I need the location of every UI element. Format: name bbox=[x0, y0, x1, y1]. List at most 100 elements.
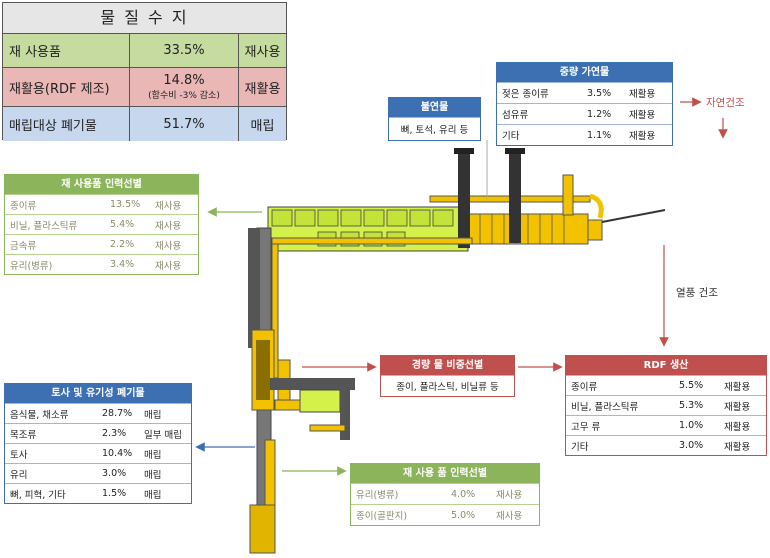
cell-use: 매립 bbox=[144, 489, 162, 501]
table-row: 종이류 5.5% 재활용 bbox=[566, 375, 766, 395]
row-use: 매립 bbox=[250, 118, 275, 134]
table-row: 음식물, 채소류 28.7% 매립 bbox=[5, 403, 191, 423]
row-value-text: 51.7% bbox=[163, 116, 205, 132]
cell-use: 매립 bbox=[144, 409, 162, 421]
mass-balance-row-recycle: 재활용(RDF 제조) 14.8% (함수비 -3% 감소) 재활용 bbox=[3, 68, 286, 107]
box-title: 경량 물 비중선별 bbox=[381, 356, 514, 375]
cell-value: 5.0% bbox=[451, 509, 476, 521]
cell-value: 3.4% bbox=[110, 259, 135, 270]
cell-name: 뼈, 토석, 유리 등 bbox=[400, 125, 469, 136]
cell-name: 유리(병류) bbox=[10, 260, 53, 272]
box-light-separation: 경량 물 비중선별 종이, 플라스틱, 비닐류 등 bbox=[380, 355, 515, 397]
cell-use: 재사용 bbox=[155, 260, 182, 272]
row-use: 재활용 bbox=[244, 81, 281, 97]
lower-conveyor bbox=[270, 378, 355, 440]
cell-name: 젖은 종이류 bbox=[502, 89, 549, 100]
cell-name: 섬유류 bbox=[502, 110, 529, 121]
cell-use: 일부 매립 bbox=[144, 429, 182, 441]
box-heavy-combustible: 중량 가연물 젖은 종이류 3.5% 재활용 섬유류 1.2% 재활용 기타 1.1% 재활… bbox=[496, 62, 673, 146]
cell-value: 4.0% bbox=[451, 488, 476, 500]
cell-use: 재사용 bbox=[155, 220, 182, 232]
box-title: 중량 가연물 bbox=[497, 63, 672, 82]
table-row: 기타 1.1% 재활용 bbox=[497, 124, 672, 145]
cell-value: 3.0% bbox=[679, 440, 704, 451]
cell-use: 재사용 bbox=[155, 240, 182, 252]
mass-balance-row-landfill: 매립대상 폐기물 51.7% 매립 bbox=[3, 107, 286, 141]
mass-balance-table: 물 질 수 지 재 사용품 33.5% 재사용 재활용(RDF 제조) 14.8… bbox=[2, 2, 287, 141]
box-noncombustible: 불연물 뼈, 토석, 유리 등 bbox=[388, 97, 481, 141]
cell-value: 5.3% bbox=[679, 400, 704, 411]
hot-air-dry-label: 열풍 건조 bbox=[676, 287, 718, 299]
cell-use: 재사용 bbox=[496, 511, 523, 522]
table-row: 유리 3.0% 매립 bbox=[5, 463, 191, 483]
cell-use: 재활용 bbox=[724, 401, 751, 413]
cell-use: 재사용 bbox=[155, 200, 182, 212]
cell-name: 종이(골판지) bbox=[356, 511, 408, 522]
cell-value: 5.5% bbox=[679, 380, 704, 391]
row-value: 14.8% (함수비 -3% 감소) bbox=[130, 68, 239, 106]
table-row: 젖은 종이류 3.5% 재활용 bbox=[497, 82, 672, 103]
cell-use: 재활용 bbox=[724, 421, 751, 433]
table-row: 섬유류 1.2% 재활용 bbox=[497, 103, 672, 124]
row-use: 재사용 bbox=[244, 45, 281, 60]
row-value: 33.5% bbox=[130, 34, 239, 67]
box-title: 불연물 bbox=[389, 98, 480, 117]
box-reuse-manual-2: 재 사용 품 인력선별 유리(병류)4.0%재사용 종이(골판지)5.0%재사용 bbox=[350, 463, 540, 526]
cell-use: 재활용 bbox=[629, 110, 656, 121]
cell-name: 기타 bbox=[502, 131, 520, 142]
table-row: 금속류 2.2% 재사용 bbox=[5, 234, 198, 254]
table-row: 기타 3.0% 재활용 bbox=[566, 435, 766, 455]
table-row: 비닐, 플라스틱류 5.4% 재사용 bbox=[5, 214, 198, 234]
cell-name: 유리(병류) bbox=[356, 490, 399, 501]
cell-name: 기타 bbox=[571, 441, 589, 453]
table-row: 유리(병류) 3.4% 재사용 bbox=[5, 254, 198, 274]
cell-value: 1.1% bbox=[587, 129, 612, 141]
cell-name: 종이류 bbox=[571, 381, 598, 393]
row-note: (함수비 -3% 감소) bbox=[148, 91, 220, 101]
cell-name: 비닐, 플라스틱류 bbox=[571, 401, 639, 413]
row-name: 재 사용품 bbox=[3, 34, 130, 67]
cell-name: 비닐, 플라스틱류 bbox=[10, 220, 78, 232]
cell-value: 5.4% bbox=[110, 219, 135, 230]
cell-value: 1.0% bbox=[679, 420, 704, 431]
cell-value: 28.7% bbox=[102, 408, 133, 419]
box-title: RDF 생산 bbox=[566, 356, 766, 375]
cell-use: 매립 bbox=[144, 469, 162, 481]
cell-value: 3.0% bbox=[102, 468, 127, 479]
cell-name: 토사 bbox=[10, 449, 28, 461]
cell-value: 3.5% bbox=[587, 87, 612, 99]
cell-value: 13.5% bbox=[110, 199, 141, 210]
table-row: 비닐, 플라스틱류 5.3% 재활용 bbox=[566, 395, 766, 415]
cell-name: 종이, 플라스틱, 비닐류 등 bbox=[396, 382, 499, 393]
cell-use: 재활용 bbox=[629, 89, 656, 100]
cell-use: 재활용 bbox=[629, 131, 656, 142]
cell-value: 1.5% bbox=[102, 488, 127, 499]
box-title: 재 사용 품 인력선별 bbox=[351, 464, 539, 483]
cell-use: 매립 bbox=[144, 449, 162, 461]
natural-dry-label: 자연건조 bbox=[706, 97, 745, 109]
cell-name: 금속류 bbox=[10, 240, 37, 252]
table-row: 뼈, 토석, 유리 등 bbox=[389, 117, 480, 140]
box-title: 재 사용품 인력선별 bbox=[5, 175, 198, 194]
cell-name: 뼈, 피혁, 기타 bbox=[10, 489, 66, 501]
table-row: 뼈, 피혁, 기타 1.5% 매립 bbox=[5, 483, 191, 503]
cell-use: 재활용 bbox=[724, 381, 751, 393]
cell-value: 2.3% bbox=[102, 428, 127, 439]
cell-use: 재활용 bbox=[724, 441, 751, 453]
cell-name: 음식물, 채소류 bbox=[10, 409, 69, 421]
mass-balance-title: 물 질 수 지 bbox=[3, 3, 286, 34]
cell-value: 2.2% bbox=[110, 239, 135, 250]
row-value-text: 33.5% bbox=[163, 43, 205, 58]
cell-value: 1.2% bbox=[587, 108, 612, 120]
table-row: 종이, 플라스틱, 비닐류 등 bbox=[381, 375, 514, 396]
cell-name: 유리 bbox=[10, 469, 28, 481]
mass-balance-row-reuse: 재 사용품 33.5% 재사용 bbox=[3, 34, 286, 68]
